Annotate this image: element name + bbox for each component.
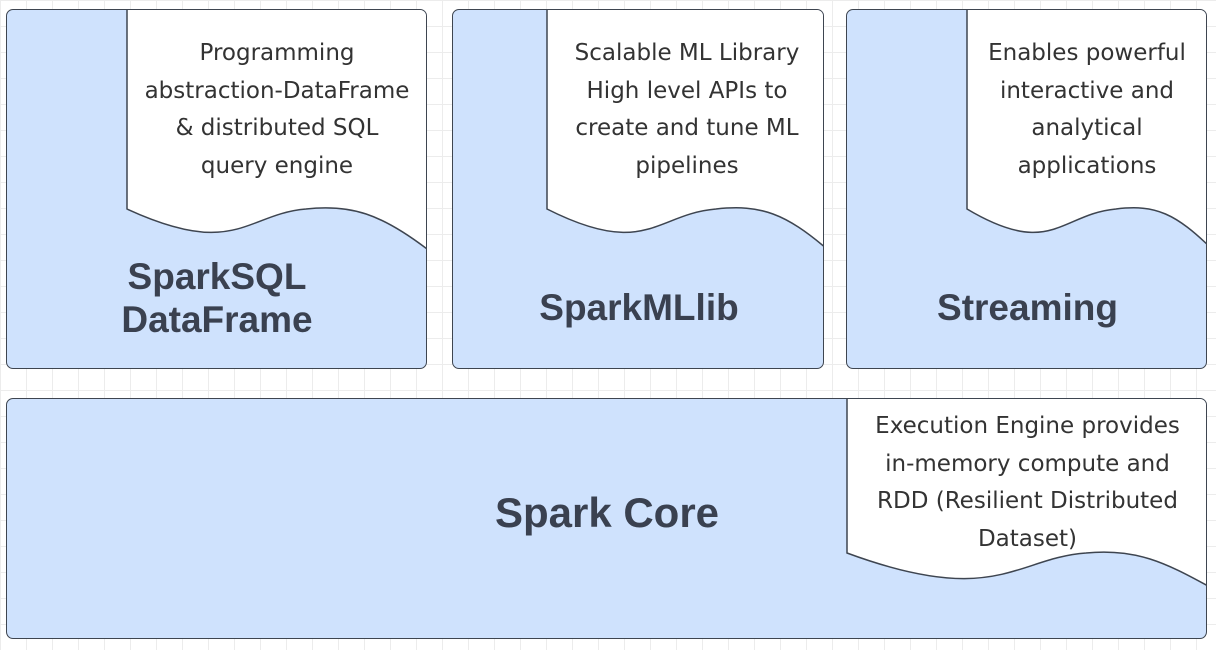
sparksql-title-line: SparkSQL: [127, 256, 307, 297]
mllib-note-shape: [546, 10, 823, 247]
sparksql-block: Programming abstraction-DataFrame & dist…: [6, 9, 427, 369]
streaming-note-line: analytical: [1031, 115, 1143, 141]
mllib-block: Scalable ML Library High level APIs to c…: [452, 9, 824, 369]
streaming-note-shape: [966, 10, 1206, 245]
sparksql-note-line: Programming: [199, 40, 355, 66]
mllib-title: SparkMLlib: [539, 287, 739, 328]
sparksql-note: Programming abstraction-DataFrame & dist…: [127, 35, 426, 185]
sparksql-note-line: query engine: [200, 152, 354, 179]
streaming-block: Enables powerful interactive and analyti…: [846, 9, 1207, 369]
mllib-note-line: High level APIs to: [586, 77, 788, 104]
spark-core-block: Execution Engine provides in-memory comp…: [6, 398, 1207, 639]
sparksql-note-line: & distributed SQL: [175, 115, 379, 141]
core-note-line: in-memory compute and: [885, 450, 1170, 477]
core-note-line: Execution Engine provides: [875, 413, 1180, 439]
mllib-note-line: pipelines: [635, 152, 739, 179]
dataframe-title-line: DataFrame: [121, 299, 313, 340]
sparksql-note-shape: [126, 10, 426, 250]
streaming-note-line: interactive and: [999, 77, 1175, 104]
core-note-shape: [846, 399, 1206, 586]
sparksql-title: SparkSQL DataFrame: [102, 255, 332, 341]
streaming-note: Enables powerful interactive and analyti…: [967, 35, 1206, 185]
streaming-note-line: Enables powerful: [988, 40, 1186, 66]
streaming-note-line: applications: [1017, 152, 1157, 179]
spark-core-title: Spark Core: [494, 489, 720, 536]
core-note-line: Dataset): [977, 525, 1078, 552]
streaming-title: Streaming: [937, 287, 1118, 328]
core-note-line: RDD (Resilient Distributed: [877, 488, 1178, 514]
mllib-note-line: Scalable ML Library: [574, 40, 800, 66]
mllib-note: Scalable ML Library High level APIs to c…: [547, 35, 823, 185]
sparksql-note-line: abstraction-DataFrame: [144, 77, 410, 104]
mllib-note-line: create and tune ML: [575, 115, 799, 141]
core-note: Execution Engine provides in-memory comp…: [847, 408, 1206, 558]
